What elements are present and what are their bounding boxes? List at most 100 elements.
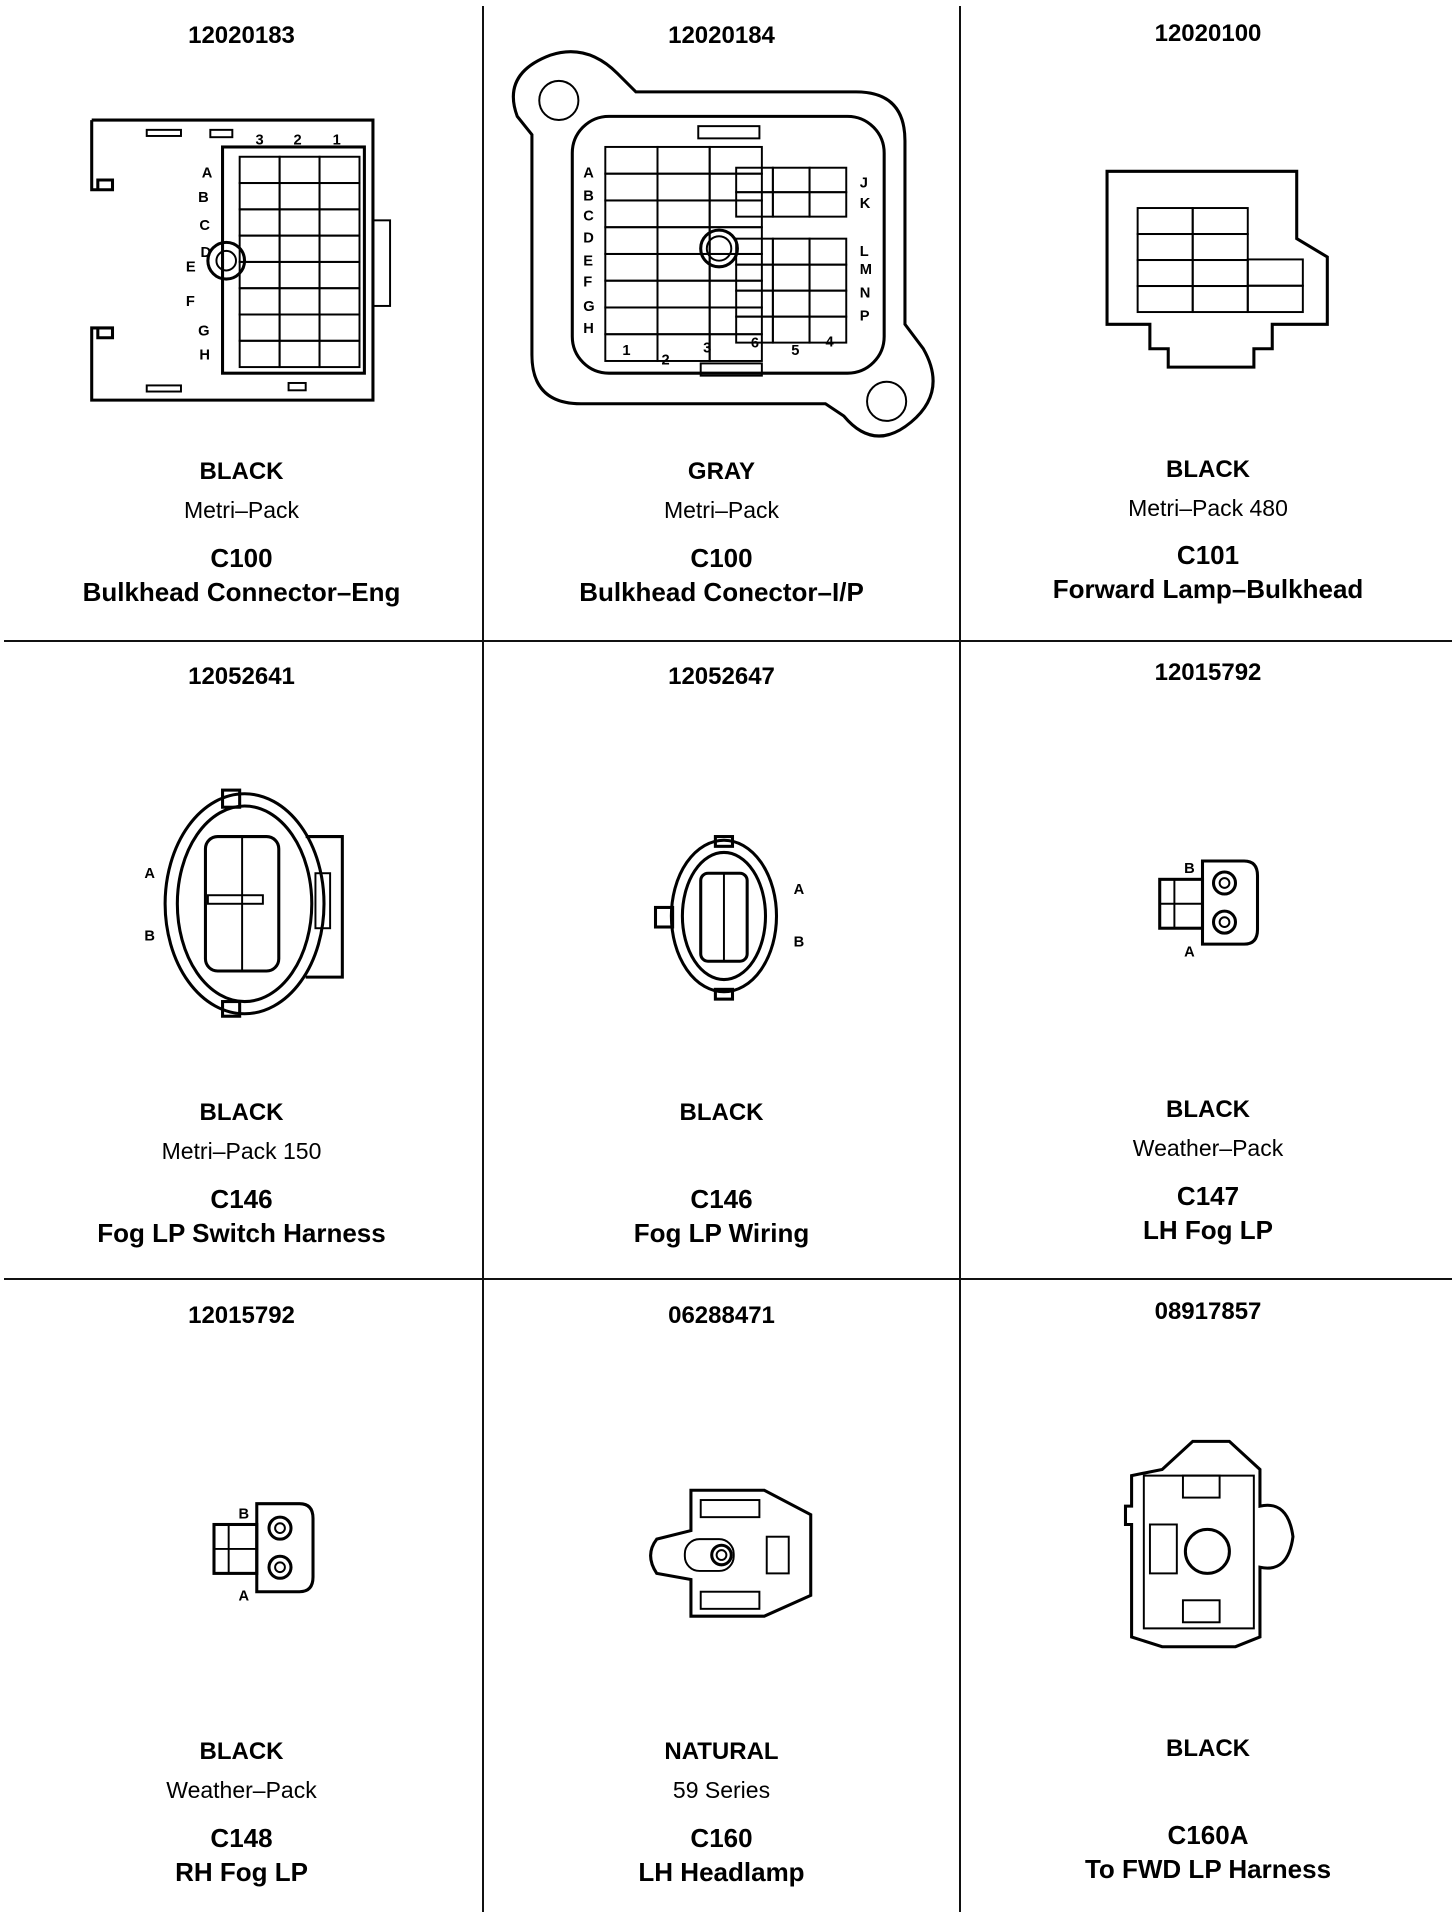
terminal-cavity	[735, 237, 774, 266]
terminal-cavity	[656, 279, 711, 309]
svg-text:F: F	[583, 274, 592, 290]
svg-text:B: B	[198, 190, 209, 206]
svg-text:A: A	[1184, 944, 1195, 960]
terminal-cavity	[771, 263, 811, 292]
svg-text:F: F	[186, 294, 195, 310]
grid-divider	[4, 640, 1452, 642]
connector-diagram-c101	[1105, 169, 1329, 369]
svg-text:M: M	[860, 262, 872, 278]
svg-text:C: C	[199, 218, 210, 234]
svg-text:N: N	[860, 285, 871, 301]
terminal-cavity	[278, 155, 321, 185]
connector-description: To FWD LP Harness	[1084, 1854, 1332, 1884]
terminal-cavity	[604, 145, 659, 175]
terminal-cavity	[238, 155, 281, 185]
svg-text:A: A	[144, 866, 155, 882]
connector-id: C160	[690, 1823, 753, 1853]
connector-type: Metri–Pack	[663, 497, 780, 523]
svg-text:K: K	[860, 196, 871, 212]
terminal-cavity	[1136, 285, 1194, 314]
part-number: 08917857	[1154, 1298, 1262, 1325]
svg-text:A: A	[238, 1588, 249, 1604]
svg-text:D: D	[201, 245, 212, 261]
svg-text:E: E	[583, 254, 593, 270]
connector-type: Weather–Pack	[166, 1777, 317, 1803]
connector-cell-c100-eng: A B C D E F G H 3 2 1 12020183 BLACK Met…	[0, 0, 483, 640]
terminal-cavity	[238, 260, 281, 290]
connector-color: BLACK	[199, 1738, 284, 1765]
terminal-cavity	[1191, 207, 1249, 236]
connector-id: C146	[210, 1184, 273, 1214]
connector-diagram-c160a	[1123, 1439, 1295, 1649]
connector-id: C100	[690, 543, 753, 573]
connector-id: C160A	[1167, 1820, 1249, 1850]
terminal-cavity	[1191, 285, 1249, 314]
terminal-cavity	[604, 172, 659, 202]
connector-color: NATURAL	[664, 1738, 779, 1765]
connector-description: Fog LP Wiring	[633, 1218, 810, 1248]
connector-color: GRAY	[687, 458, 756, 485]
svg-text:3: 3	[256, 133, 264, 149]
terminal-cavity	[1246, 258, 1304, 287]
terminal-cavity	[238, 182, 281, 211]
connector-id: C147	[1176, 1181, 1240, 1211]
connector-diagram-c146-switch: A B	[144, 788, 344, 1018]
svg-text:P: P	[860, 309, 870, 325]
part-number: 12020100	[1154, 20, 1262, 47]
connector-cell-c146-switch: A B 12052641 BLACK Metri–Pack 150 C146 F…	[0, 641, 483, 1279]
terminal-cavity	[1136, 259, 1194, 288]
connector-id: C100	[210, 543, 273, 573]
terminal-cavity	[1136, 207, 1194, 236]
terminal-cavity	[656, 145, 711, 175]
terminal-cavity	[604, 252, 659, 282]
connector-description: LH Headlamp	[638, 1857, 805, 1887]
terminal-cavity	[808, 289, 848, 318]
terminal-cavity	[278, 260, 321, 290]
connector-cell-c101: 12020100 BLACK Metri–Pack 480 C101 Forwa…	[960, 0, 1456, 640]
connector-cell-c160: 06288471 NATURAL 59 Series C160 LH Headl…	[483, 1280, 960, 1912]
terminal-cavity	[604, 333, 659, 362]
terminal-cavity	[278, 208, 321, 237]
terminal-cavity	[771, 237, 811, 266]
connector-cell-c147: B A 12015792 BLACK Weather–Pack C147 LH …	[960, 641, 1456, 1279]
svg-text:1: 1	[622, 343, 630, 359]
terminal-cavity	[1246, 284, 1304, 314]
svg-text:G: G	[198, 323, 209, 339]
connector-type: Metri–Pack 150	[161, 1138, 322, 1164]
connector-diagram-c147: B A	[1158, 859, 1260, 960]
connector-id: C148	[210, 1823, 273, 1853]
connector-color: BLACK	[1166, 1096, 1250, 1123]
terminal-cavity	[318, 287, 361, 316]
terminal-cavity	[808, 191, 848, 218]
terminal-cavity	[318, 313, 361, 342]
terminal-cavity	[1191, 259, 1249, 288]
svg-text:B: B	[144, 928, 155, 944]
connector-type: Metri–Pack	[183, 497, 300, 523]
svg-text:A: A	[583, 166, 594, 182]
connector-description: Bulkhead Connector–Eng	[82, 577, 401, 607]
terminal-cavity	[318, 234, 361, 263]
connector-id: C146	[690, 1184, 753, 1214]
connector-type: Weather–Pack	[1132, 1135, 1284, 1161]
connector-color: BLACK	[199, 1099, 284, 1126]
svg-text:D: D	[583, 230, 594, 246]
terminal-cavity	[318, 182, 361, 211]
connector-description: RH Fog LP	[175, 1857, 308, 1887]
svg-text:J: J	[860, 175, 868, 191]
connector-type: Metri–Pack 480	[1128, 495, 1288, 521]
connector-color: BLACK	[1166, 1735, 1250, 1762]
terminal-cavity	[604, 199, 659, 229]
terminal-cavity	[771, 315, 811, 344]
svg-text:B: B	[583, 189, 594, 205]
svg-text:L: L	[860, 244, 869, 260]
connector-color: BLACK	[679, 1099, 764, 1126]
terminal-cavity	[735, 289, 774, 318]
terminal-cavity	[318, 208, 361, 237]
connector-cell-c100-ip: A B C D E F G H J K L M N P 1 2 3 6 5 4 …	[483, 0, 960, 640]
terminal-cavity	[1136, 233, 1194, 262]
terminal-cavity	[238, 287, 281, 316]
terminal-cavity	[656, 199, 711, 229]
part-number: 12015792	[1154, 659, 1262, 686]
terminal-cavity	[238, 208, 281, 237]
svg-text:G: G	[583, 299, 594, 315]
